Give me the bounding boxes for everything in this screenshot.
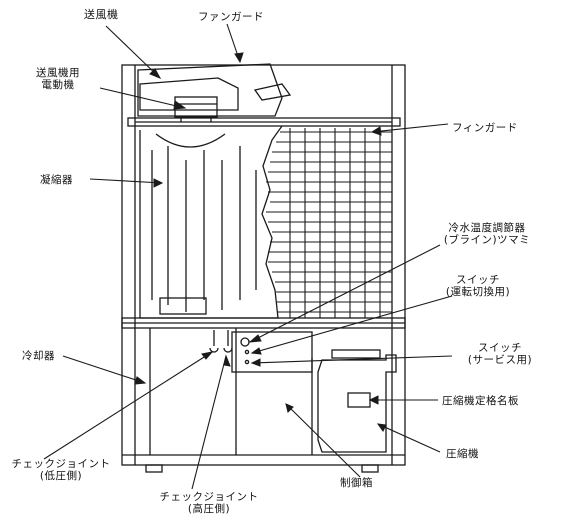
- label-condenser: 凝縮器: [40, 174, 73, 186]
- label-switch-service-line2: (サービス用): [467, 354, 533, 366]
- label-fan-guard: ファンガード: [198, 11, 264, 23]
- label-switch-operation-line1: スイッチ: [456, 274, 500, 286]
- fan-blade-left: [139, 77, 239, 111]
- label-check-joint-high-line2: (高圧側): [187, 503, 231, 515]
- fin-guard-grid: [266, 128, 392, 318]
- label-switch-service: スイッチ (サービス用): [452, 342, 548, 366]
- label-compressor: 圧縮機: [446, 448, 479, 460]
- compressor-shape: [317, 354, 397, 453]
- label-chilled-water-dial-line2: (ブライン)ツマミ: [443, 234, 531, 246]
- fan-blade-right: [253, 83, 292, 101]
- control-box-shape: [231, 331, 313, 373]
- label-check-joint-low: チェックジョイント (低圧側): [2, 458, 120, 482]
- label-fan-motor: 送風機用 電動機: [24, 67, 92, 91]
- label-compressor-nameplate: 圧縮機定格名板: [442, 395, 519, 407]
- check-joint-low: [209, 330, 219, 353]
- condenser-body: [139, 125, 283, 319]
- label-fan-motor-line2: 電動機: [41, 79, 75, 91]
- label-switch-operation-line2: (運転切換用): [445, 286, 511, 298]
- label-switch-operation: スイッチ (運転切換用): [428, 274, 528, 298]
- label-check-joint-high-line1: チェックジョイント: [159, 491, 259, 503]
- compressor-nameplate: [347, 392, 371, 408]
- leader-lines: [43, 23, 453, 490]
- label-chilled-water-dial: 冷水温度調節器 (ブライン)ツマミ: [412, 222, 562, 246]
- check-joint-high: [223, 330, 233, 353]
- label-switch-service-line1: スイッチ: [478, 342, 522, 354]
- label-check-joint-high: チェックジョイント (高圧側): [150, 491, 268, 515]
- label-chilled-water-dial-line1: 冷水温度調節器: [448, 222, 526, 234]
- label-control-box: 制御箱: [340, 477, 373, 489]
- cabinet-outline: [121, 64, 406, 466]
- label-check-joint-low-line1: チェックジョイント: [11, 458, 111, 470]
- fan-guard-shape: [137, 63, 283, 117]
- label-fan-motor-line1: 送風機用: [36, 67, 80, 79]
- chilled-water-dial: [240, 337, 250, 347]
- label-fan: 送風機: [84, 8, 119, 21]
- label-cooler: 冷却器: [22, 350, 55, 362]
- label-check-joint-low-line2: (低圧側): [39, 470, 83, 482]
- label-fin-guard: フィンガード: [452, 122, 518, 134]
